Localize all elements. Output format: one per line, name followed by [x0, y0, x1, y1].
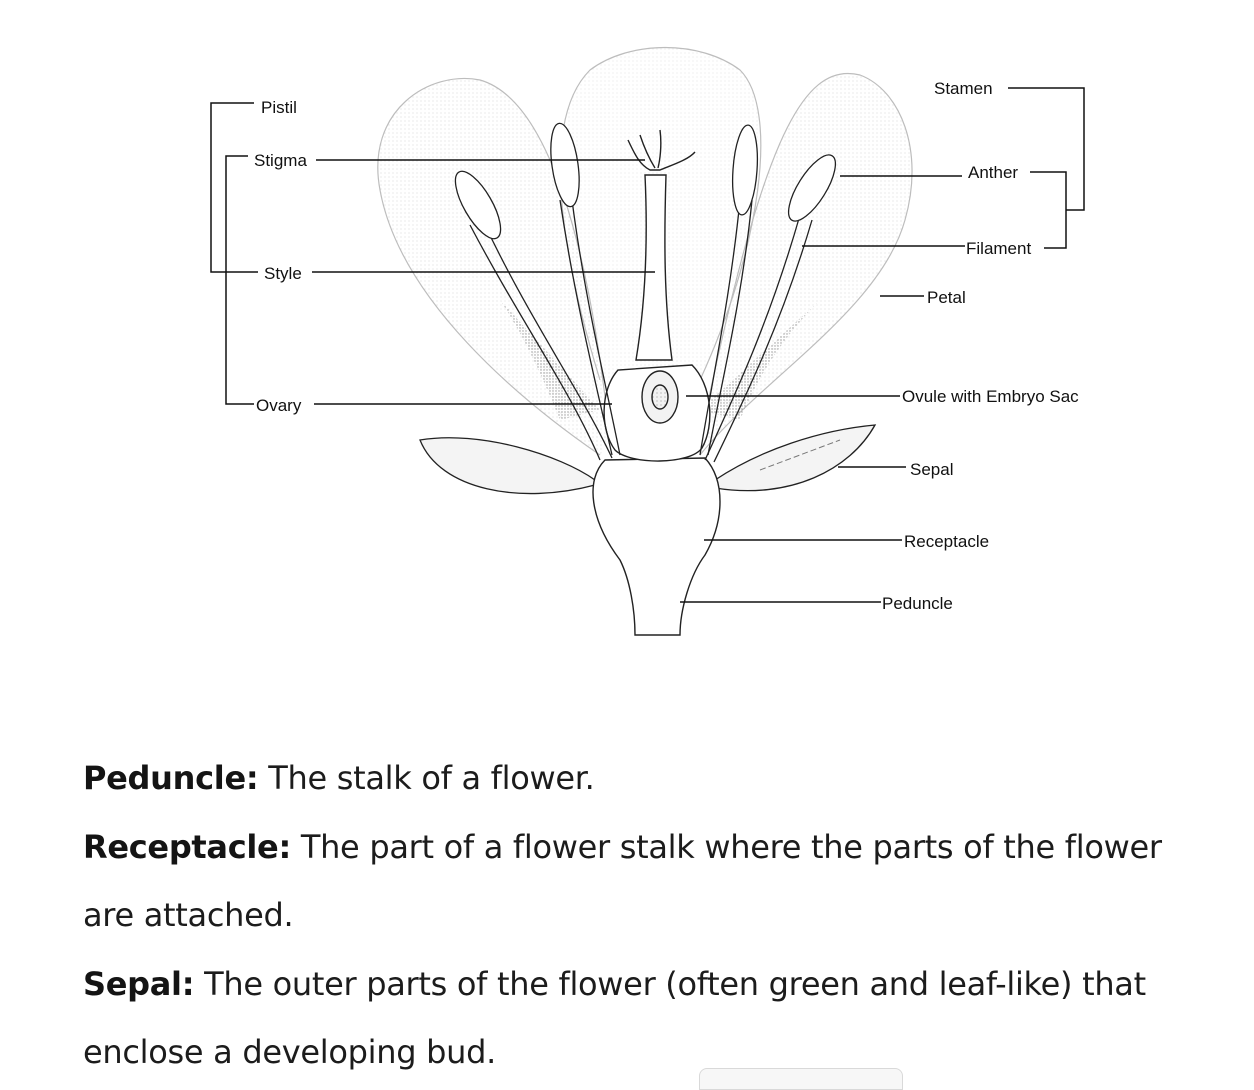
label-stamen: Stamen: [934, 79, 993, 98]
filament-1: [469, 224, 601, 461]
label-anther: Anther: [968, 163, 1018, 182]
anther-2: [550, 122, 580, 208]
filament-3: [699, 199, 741, 456]
anther-1: [454, 170, 502, 240]
definition-sepal: Sepal: The outer parts of the flower (of…: [83, 950, 1243, 1018]
anther-4: [787, 154, 837, 222]
filament-1b: [484, 224, 613, 459]
label-pistil: Pistil: [261, 98, 297, 117]
receptacle-shape: [592, 457, 721, 636]
definition-receptacle: Receptacle: The part of a flower stalk w…: [83, 813, 1243, 881]
label-receptacle: Receptacle: [904, 532, 989, 551]
sepal-right: [714, 424, 877, 492]
text-sepal: The outer parts of the flower (often gre…: [194, 965, 1146, 1003]
label-filament: Filament: [966, 239, 1031, 258]
bottom-tab[interactable]: [699, 1068, 903, 1090]
filament-4: [704, 214, 801, 461]
text-receptacle: The part of a flower stalk where the par…: [290, 828, 1162, 866]
term-receptacle: Receptacle:: [83, 828, 291, 866]
label-peduncle: Peduncle: [882, 594, 953, 613]
label-ovary: Ovary: [256, 396, 302, 415]
leader-lines: [210, 87, 1085, 603]
definition-receptacle-continued: are attached.: [83, 881, 1243, 949]
label-ovule: Ovule with Embryo Sac: [902, 387, 1079, 406]
filament-2: [559, 199, 613, 456]
label-petal: Petal: [927, 288, 966, 307]
stamen-bracket: [1008, 87, 1085, 211]
petal-right: [699, 72, 913, 456]
anther-bracket: [1030, 171, 1067, 249]
filament-4b: [713, 219, 813, 463]
filament-3b: [707, 199, 753, 456]
filament-2b: [571, 199, 621, 456]
definition-sepal-continued: enclose a developing bud.: [83, 1018, 1243, 1086]
pistil-bracket: [210, 102, 258, 273]
text-receptacle-2: are attached.: [83, 896, 294, 934]
text-sepal-2: enclose a developing bud.: [83, 1033, 496, 1071]
text-peduncle: The stalk of a flower.: [258, 759, 595, 797]
anther-3: [731, 124, 759, 216]
stigma-bracket: [225, 155, 254, 405]
diagram-labels: Pistil Stigma Style Ovary Stamen Anther …: [254, 79, 1079, 613]
stigma-shape: [627, 129, 696, 171]
term-peduncle: Peduncle:: [83, 759, 259, 797]
definition-peduncle: Peduncle: The stalk of a flower.: [83, 744, 1243, 812]
style-shape: [635, 174, 673, 361]
sepals: [419, 424, 877, 495]
label-style: Style: [264, 264, 302, 283]
stalk: [592, 457, 721, 636]
pistil-shape: [603, 129, 711, 462]
sepal-left: [419, 437, 596, 495]
label-stigma: Stigma: [254, 151, 307, 170]
term-sepal: Sepal:: [83, 965, 195, 1003]
flower-diagram: Pistil Stigma Style Ovary Stamen Anther …: [210, 46, 1085, 636]
stamens: [454, 122, 837, 463]
label-sepal: Sepal: [910, 460, 953, 479]
